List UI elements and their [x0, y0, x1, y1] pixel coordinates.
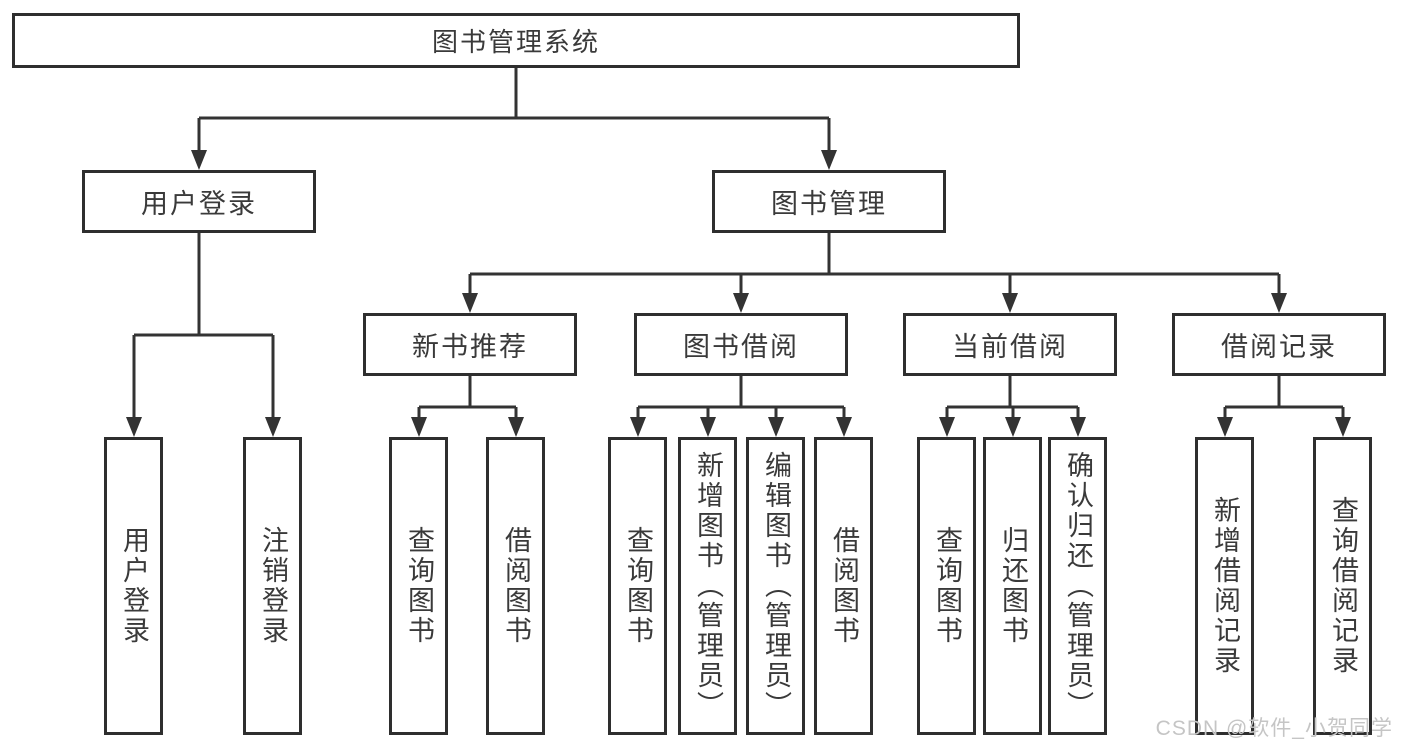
node-current-borrowing: 当前借阅 [903, 313, 1117, 376]
node-records-add-borrow-record: 新增借阅记录 [1195, 437, 1254, 735]
node-borrowing-add-books-admin: 新增图书（管理员） [678, 437, 737, 735]
node-user-login-action: 用户登录 [104, 437, 163, 735]
node-label: 图书管理系统 [431, 27, 600, 57]
node-borrowing-query-books: 查询图书 [608, 437, 667, 735]
node-label: 查询图书 [623, 526, 653, 646]
node-label: 借阅图书 [829, 526, 859, 646]
node-label: 查询借阅记录 [1328, 496, 1358, 676]
node-label: 图书管理 [771, 189, 887, 219]
node-label: 注销登录 [258, 526, 288, 646]
node-logout: 注销登录 [243, 437, 302, 735]
node-label: 确认归还（管理员） [1063, 451, 1093, 721]
node-newbook-query-books: 查询图书 [389, 437, 448, 735]
node-current-return-books: 归还图书 [983, 437, 1042, 735]
node-label: 借阅记录 [1221, 332, 1337, 362]
node-user-login: 用户登录 [82, 170, 316, 233]
node-label: 图书借阅 [683, 332, 799, 362]
node-current-query-books: 查询图书 [917, 437, 976, 735]
node-label: 新增图书（管理员） [693, 451, 723, 721]
node-book-borrowing: 图书借阅 [634, 313, 848, 376]
node-book-management: 图书管理 [712, 170, 946, 233]
node-current-confirm-return-admin: 确认归还（管理员） [1048, 437, 1107, 735]
node-label: 查询图书 [932, 526, 962, 646]
node-borrowing-records: 借阅记录 [1172, 313, 1386, 376]
node-label: 当前借阅 [952, 332, 1068, 362]
node-label: 新增借阅记录 [1210, 496, 1240, 676]
node-new-book-recommendation: 新书推荐 [363, 313, 577, 376]
node-library-management-system: 图书管理系统 [12, 13, 1020, 68]
node-label: 借阅图书 [501, 526, 531, 646]
node-label: 用户登录 [119, 526, 149, 646]
node-label: 归还图书 [998, 526, 1028, 646]
csdn-watermark: CSDN @软件_小贺同学 [1155, 717, 1393, 740]
node-label: 编辑图书（管理员） [761, 451, 791, 721]
node-label: 用户登录 [141, 189, 257, 219]
node-label: 新书推荐 [412, 332, 528, 362]
node-label: 查询图书 [404, 526, 434, 646]
node-records-query-borrow-record: 查询借阅记录 [1313, 437, 1372, 735]
node-borrowing-edit-books-admin: 编辑图书（管理员） [746, 437, 805, 735]
node-newbook-borrow-books: 借阅图书 [486, 437, 545, 735]
node-borrowing-borrow-books: 借阅图书 [814, 437, 873, 735]
